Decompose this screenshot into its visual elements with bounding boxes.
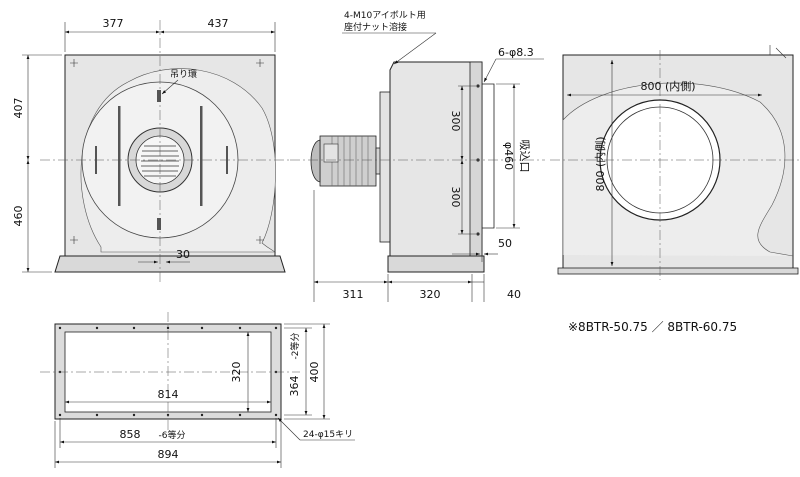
side-inlet-ring: [482, 83, 495, 229]
side-motor-terminal-box: [323, 143, 339, 163]
dim-side-pitch-upper: 300: [449, 111, 462, 132]
label-eyebolt-line1: 4-M10アイボルト用: [344, 10, 426, 21]
side-base: [387, 255, 485, 273]
label-eyebolt-line2: 座付ナット溶接: [344, 21, 407, 33]
base-plan: 814 320 858 -6等分 894 364 -2等分 400 24-φ15…: [40, 312, 355, 468]
dim-base-bolt-pitch-width: 364: [288, 376, 301, 397]
dim-side-pitch-lower: 300: [449, 187, 462, 208]
dim-side-base-depth: 40: [507, 288, 521, 301]
dim-front-height-upper: 407: [12, 98, 25, 119]
label-side-inlet: 吸込口: [518, 140, 531, 173]
front-view: 377 437 407 460 吊り環 30: [12, 17, 290, 285]
dim-base-bolt-pitch-length: 858: [120, 428, 141, 441]
label-lifting-eye: 吊り環: [170, 69, 197, 80]
label-base-holes: 24-φ15キリ: [303, 430, 353, 440]
dim-side-flange: 50: [498, 237, 512, 250]
front-slot: [200, 106, 203, 206]
rear-base: [557, 267, 799, 275]
rear-corner-notch: [769, 45, 787, 59]
side-motor-cap: [310, 139, 321, 183]
rear-view: 800 (内側) 800 (内側): [550, 45, 800, 280]
dim-front-height-lower: 460: [12, 206, 25, 227]
dim-rear-inner-width: 800 (内側): [640, 79, 695, 93]
label-side-holes: 6-φ8.3: [498, 46, 534, 59]
side-bearing-plate: [379, 91, 391, 243]
front-lug: [157, 90, 161, 102]
side-inlet-flange: [469, 61, 483, 257]
dim-side-depth: 320: [420, 288, 441, 301]
dim-side-motor-overhang: 311: [343, 288, 364, 301]
dim-front-width-right: 437: [208, 17, 229, 30]
dim-base-inner-length: 814: [158, 388, 179, 401]
note-base-bolt-pitch-width: -2等分: [289, 333, 301, 360]
dim-front-width-left: 377: [103, 17, 124, 30]
dim-side-inlet-diameter: φ460: [502, 142, 515, 170]
base-bolt-holes: [58, 326, 278, 417]
dim-front-base-offset: 30: [176, 248, 190, 261]
front-slot: [118, 106, 121, 206]
model-numbers: ※8BTR-50.75 ／ 8BTR-60.75: [568, 320, 737, 334]
front-base: [54, 255, 286, 273]
dim-base-outer-length: 894: [158, 448, 179, 461]
front-lug: [157, 218, 161, 230]
note-base-bolt-pitch-length: -6等分: [159, 429, 186, 441]
side-view: 4-M10アイボルト用 座付ナット溶接 6-φ8.3 300 300 φ460 …: [290, 10, 545, 302]
side-casing: [389, 61, 483, 257]
dim-base-outer-width: 400: [308, 362, 321, 383]
front-corner-marks: [70, 59, 264, 244]
dim-base-inner-width: 320: [230, 362, 243, 383]
dim-rear-inner-height: 800 (内側): [593, 136, 607, 191]
